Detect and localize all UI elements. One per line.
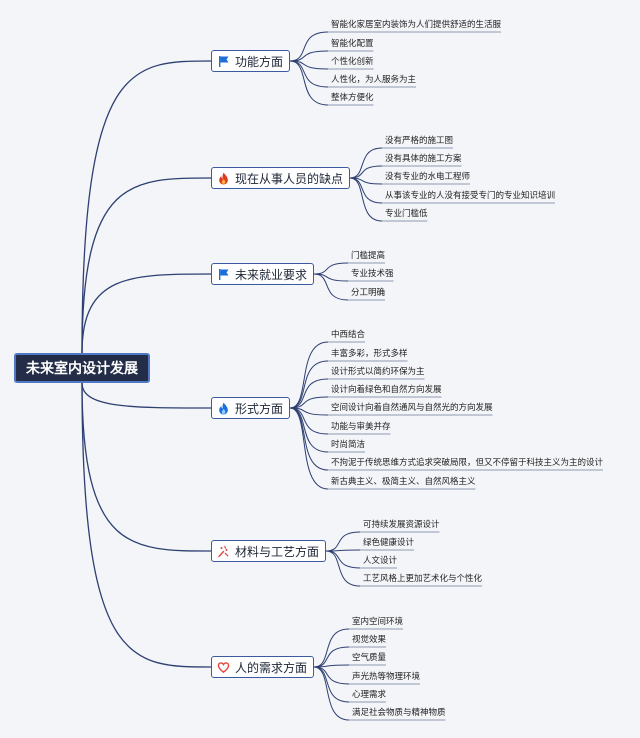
leaf-item[interactable]: 空气质量 [352,653,387,663]
branch-leaf-link [313,666,350,721]
leaf-item[interactable]: 功能与审美并存 [331,422,391,432]
branch-leaf-link [290,396,329,409]
leaf-item[interactable]: 新古典主义、极简主义、自然风格主义 [331,477,476,487]
branch-label: 形式方面 [235,401,284,416]
leaf-item[interactable]: 不拘泥于传统思维方式追求突破局限，但又不停留于科技主义为主的设计 [331,458,604,468]
branch-label: 材料与工艺方面 [235,544,320,559]
root-branch-link [81,273,212,354]
leaf-item[interactable]: 心理需求 [352,690,387,700]
leaf-item[interactable]: 整体方便化 [331,93,374,103]
leaf-item[interactable]: 没有具体的施工方案 [385,154,462,164]
root-branch-link [81,382,212,409]
leaf-item[interactable]: 空间设计向着自然通风与自然光的方向发展 [331,403,493,413]
leaf-item[interactable]: 设计形式以简约环保为主 [331,367,425,377]
branch-leaf-link [289,341,329,409]
blue-flag-icon [217,55,230,68]
leaf-item[interactable]: 室内空间环境 [352,617,404,627]
leaf-item[interactable]: 分工明确 [351,288,386,298]
leaf-item[interactable]: 从事该专业的人没有接受专门的专业知识培训 [385,191,556,201]
branch-leaf-link [314,262,349,275]
branch-leaf-link [290,60,329,88]
root-branch-link [81,382,212,552]
branch-label: 现在从事人员的缺点 [235,171,344,186]
branch-leaf-link [313,273,349,301]
branch-leaf-link [325,550,361,587]
branch-leaf-link [289,360,329,409]
branch-current-flaws[interactable]: 现在从事人员的缺点 [211,167,351,189]
branch-leaf-link [350,165,383,179]
leaf-item[interactable]: 个性化创新 [331,57,374,67]
branch-leaf-link [349,147,383,179]
branch-leaf-link [326,550,361,569]
leaf-item[interactable]: 门槛提高 [351,251,386,261]
leaf-item[interactable]: 中西结合 [331,330,366,340]
branch-form[interactable]: 形式方面 [211,397,291,419]
leaf-item[interactable]: 人性化，为人服务为主 [331,75,417,85]
leaf-item[interactable]: 时尚简洁 [331,440,366,450]
leaf-item[interactable]: 人文设计 [363,556,398,566]
root-branch-link [81,177,212,354]
heart-icon [217,661,230,674]
branch-leaf-link [290,407,329,435]
leaf-item[interactable]: 可持续发展资源设计 [363,520,440,530]
leaf-item[interactable]: 绿色健康设计 [363,538,415,548]
leaf-item[interactable]: 没有专业的水电工程师 [385,172,471,182]
branch-label: 功能方面 [235,54,284,69]
branch-leaf-link [289,407,329,490]
blue-flag-icon [217,268,230,281]
branch-leaf-link [349,177,383,222]
leaf-item[interactable]: 专业技术强 [351,269,394,279]
branch-leaf-link [314,666,350,685]
branch-human-needs[interactable]: 人的需求方面 [211,656,315,678]
leaf-item[interactable]: 视觉效果 [352,635,387,645]
root-branch-link [81,60,212,354]
sparkle-icon [217,545,230,558]
blue-fire-icon [217,402,230,415]
leaf-item[interactable]: 丰富多彩，形式多样 [331,349,408,359]
leaf-item[interactable]: 智能化家居室内装饰为人们提供舒适的生活服 [331,20,502,30]
leaf-item[interactable]: 专业门槛低 [385,209,428,219]
branch-leaf-link [289,60,329,106]
branch-leaf-link [326,531,361,552]
leaf-item[interactable]: 满足社会物质与精神物质 [352,708,446,718]
branch-materials[interactable]: 材料与工艺方面 [211,540,327,562]
root-branch-link [81,382,212,668]
branch-leaf-link [290,378,329,409]
leaf-item[interactable]: 设计向着绿色和自然方向发展 [331,385,442,395]
leaf-item[interactable]: 智能化配置 [331,39,374,49]
branch-employment[interactable]: 未来就业要求 [211,263,315,285]
branch-label: 未来就业要求 [235,267,308,282]
branch-function[interactable]: 功能方面 [211,50,291,72]
branch-leaf-link [314,646,350,668]
branch-leaf-link [289,407,329,471]
leaf-item[interactable]: 没有严格的施工图 [385,136,454,146]
red-fire-icon [217,172,230,185]
branch-label: 人的需求方面 [235,660,308,675]
leaf-item[interactable]: 声光热等物理环境 [352,672,421,682]
branch-leaf-link [313,666,350,703]
branch-leaf-link [290,31,329,62]
branch-leaf-link [313,628,350,668]
root-topic[interactable]: 未来室内设计发展 [14,353,150,383]
leaf-item[interactable]: 工艺风格上更加艺术化与个性化 [363,574,483,584]
